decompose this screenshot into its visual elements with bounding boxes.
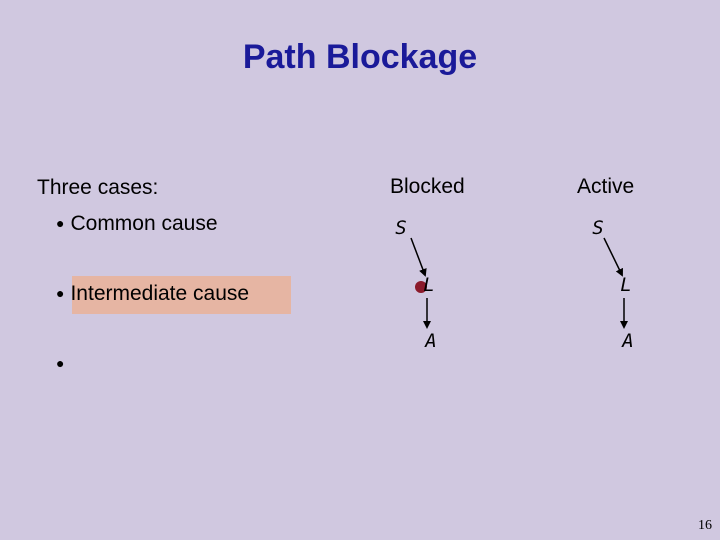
active-node-a: A xyxy=(622,330,634,352)
active-heading: Active xyxy=(577,175,635,198)
blocked-edge-s-l xyxy=(410,237,427,277)
active-node-l: L xyxy=(620,274,632,296)
blocked-node-s: S xyxy=(395,217,407,239)
bullet-dot-icon: ● xyxy=(56,355,65,371)
bullet-empty: ● xyxy=(56,352,70,376)
observed-marker-icon xyxy=(415,281,427,293)
bullet-common-cause: ● Common cause xyxy=(56,212,218,236)
bullet-dot-icon: ● xyxy=(56,215,65,231)
active-node-s: S xyxy=(592,217,604,239)
bullet-label: Intermediate cause xyxy=(70,282,250,305)
bullet-label: Common cause xyxy=(70,212,218,235)
highlight-box xyxy=(72,276,291,314)
blocked-node-l: L xyxy=(423,274,435,296)
page-number: 16 xyxy=(698,518,712,533)
bullet-intermediate-cause: ● Intermediate cause xyxy=(56,282,249,306)
blocked-heading: Blocked xyxy=(390,175,465,198)
bullet-dot-icon: ● xyxy=(56,285,65,301)
intro-text: Three cases: xyxy=(37,176,159,199)
page-title: Path Blockage xyxy=(242,38,478,76)
blocked-node-a: A xyxy=(425,330,437,352)
active-edge-s-l xyxy=(603,237,623,277)
